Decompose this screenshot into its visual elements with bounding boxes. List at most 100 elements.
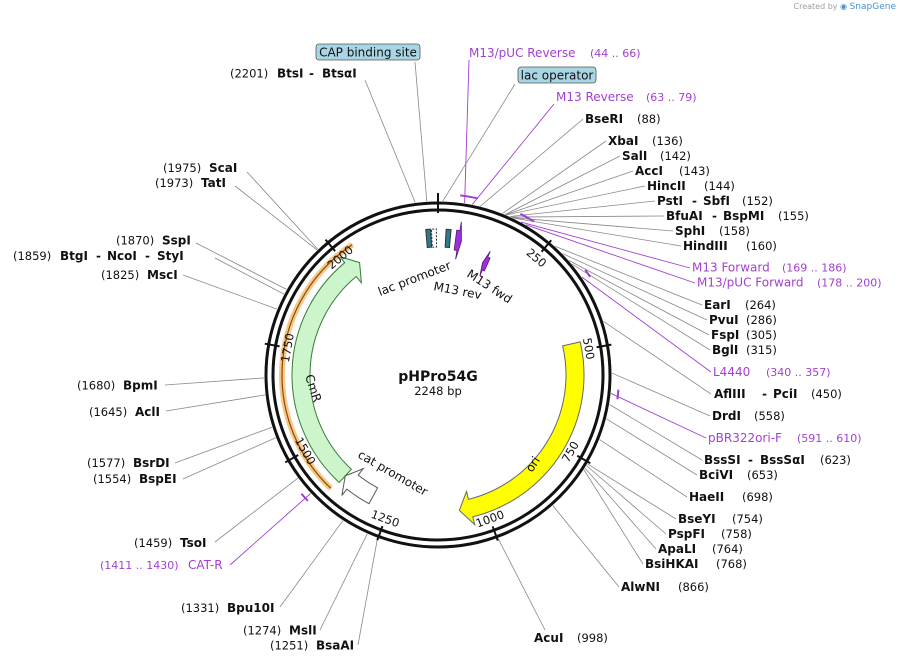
enzyme-label[interactable]: (1870) SspI (116, 234, 191, 248)
leader-line (357, 538, 378, 646)
enzyme-label[interactable]: SalI (142) (622, 149, 691, 163)
separator: - (96, 249, 101, 263)
leader-line (512, 217, 674, 232)
lac-operator-box[interactable]: lac operator (517, 66, 597, 84)
enzyme-name: BseRI (585, 112, 623, 126)
lac-promoter-box-icon (425, 228, 433, 248)
enzyme-label[interactable]: (1680) BpmI (77, 379, 158, 393)
primer-label[interactable]: pBR322ori-F (591 .. 610) (708, 431, 862, 445)
enzyme-label[interactable]: AcuI (998) (534, 631, 608, 645)
enzyme-position: (136) (652, 134, 683, 148)
primer-name: M13/pUC Reverse (469, 46, 576, 60)
feature-ori[interactable] (458, 341, 585, 527)
leader-line (603, 321, 712, 395)
leader-line (562, 253, 708, 321)
enzyme-name: PspFI (668, 527, 705, 541)
enzyme-label[interactable]: PspFI (758) (668, 527, 752, 541)
enzyme-label[interactable]: EarI (264) (704, 298, 776, 312)
leader-line (442, 83, 516, 202)
enzyme-label[interactable]: BsiHKAI (768) (645, 557, 747, 571)
enzyme-label[interactable]: (1825) MscI (101, 268, 178, 282)
separator: - (762, 387, 767, 401)
leader-line (586, 465, 667, 535)
enzyme-name: SphI (675, 224, 705, 238)
primer-range: (340 .. 357) (766, 366, 831, 379)
enzyme-name: BspEI (139, 472, 177, 486)
enzyme-position: (264) (745, 298, 776, 312)
enzyme-label[interactable]: HaeII (698) (689, 490, 773, 504)
enzyme-label[interactable]: SphI (158) (675, 224, 750, 238)
enzyme-position: (1973) (155, 176, 193, 190)
feature-cat-promoter[interactable] (341, 467, 379, 505)
enzyme-label[interactable]: (1973) TatI (155, 176, 226, 190)
enzyme-label[interactable]: HindIII (160) (683, 239, 777, 253)
enzyme-position: (1870) (116, 234, 154, 248)
tick-mark (596, 343, 612, 349)
leader-line (214, 257, 285, 295)
snapgene-credit: Created by ◉ SnapGene (794, 2, 897, 12)
enzyme-name: BfuAI (666, 209, 703, 223)
enzyme-label[interactable]: (1859) BtgI - NcoI - StyI (13, 249, 184, 263)
leader-line (195, 242, 287, 290)
enzyme-label[interactable]: BssSI - BssSαI (623) (704, 453, 851, 467)
enzyme-label[interactable]: (1331) Bpu10I (181, 601, 274, 615)
leader-line (609, 404, 703, 461)
enzyme-position: (754) (732, 512, 763, 526)
enzyme-label[interactable]: FspI (305) (711, 328, 777, 342)
enzyme-label[interactable]: HincII (144) (647, 179, 735, 193)
enzyme-name: PvuI (709, 313, 739, 327)
tick-mark (540, 239, 552, 253)
enzyme-label[interactable]: (1274) MslI (243, 624, 317, 638)
enzyme-name: SalI (622, 149, 647, 163)
leader-line (502, 140, 607, 214)
enzyme-label[interactable]: (1251) BsaAI (270, 639, 354, 653)
leader-line (606, 418, 698, 476)
primer-label[interactable]: L4440 (340 .. 357) (713, 365, 831, 379)
enzyme-label[interactable]: (1554) BspEI (93, 472, 177, 486)
primer-label[interactable]: M13 Forward (169 .. 186) (692, 261, 847, 275)
primer-label[interactable]: M13/pUC Reverse (44 .. 66) (469, 46, 641, 60)
tick-mark (576, 454, 591, 465)
leader-line (599, 439, 688, 498)
enzyme-position: (158) (719, 224, 750, 238)
enzyme-position: (1251) (270, 639, 308, 653)
enzyme-label[interactable]: PvuI (286) (709, 313, 777, 327)
enzyme-label[interactable]: ApaLI (764) (658, 542, 743, 556)
feature-m13-fwd[interactable] (479, 251, 491, 276)
cap-binding-site-box[interactable]: CAP binding site (315, 43, 421, 61)
leader-line (581, 276, 712, 373)
tick-mark (324, 238, 336, 252)
enzyme-label[interactable]: XbaI (136) (608, 134, 683, 148)
enzyme-label[interactable]: AflIII - PciI (450) (714, 387, 842, 401)
enzyme-position: (1645) (89, 405, 127, 419)
enzyme-position: (758) (721, 527, 752, 541)
primer-label[interactable]: (1411 .. 1430) CAT-R (100, 558, 223, 572)
leader-line (513, 217, 682, 247)
enzyme-label[interactable]: AlwNI (866) (621, 580, 709, 594)
enzyme-label[interactable]: (2201) BtsI - BtsαI (230, 67, 357, 81)
lac-operator-label: lac operator (521, 69, 594, 83)
enzyme-label[interactable]: PstI - SbfI (152) (657, 194, 773, 208)
feature-cmr[interactable] (291, 255, 363, 484)
enzyme-label[interactable]: BciVI (653) (699, 468, 778, 482)
leader-line (464, 59, 470, 204)
leader-line (364, 79, 416, 203)
primer-label[interactable]: M13/pUC Forward (178 .. 200) (697, 276, 882, 290)
enzyme-name: NcoI (107, 249, 137, 263)
leader-line (246, 171, 319, 250)
enzyme-label[interactable]: BfuAI - BspMI (155) (666, 209, 809, 223)
leader-line (520, 221, 691, 269)
primer-range: (591 .. 610) (797, 432, 862, 445)
enzyme-label[interactable]: DrdI (558) (712, 409, 785, 423)
enzyme-label[interactable]: (1577) BsrDI (87, 456, 170, 470)
enzyme-label[interactable]: AccI (143) (635, 164, 710, 178)
enzyme-label[interactable]: (1645) AclI (89, 405, 160, 419)
enzyme-label[interactable]: (1459) TsoI (134, 536, 206, 550)
enzyme-label[interactable]: (1975) ScaI (163, 161, 237, 175)
enzyme-position: (764) (712, 542, 743, 556)
enzyme-label[interactable]: BseYI (754) (678, 512, 763, 526)
feature-m13-rev[interactable] (453, 221, 462, 260)
enzyme-label[interactable]: BseRI (88) (585, 112, 661, 126)
primer-label[interactable]: M13 Reverse (63 .. 79) (556, 90, 697, 104)
enzyme-label[interactable]: BglI (315) (712, 343, 777, 357)
